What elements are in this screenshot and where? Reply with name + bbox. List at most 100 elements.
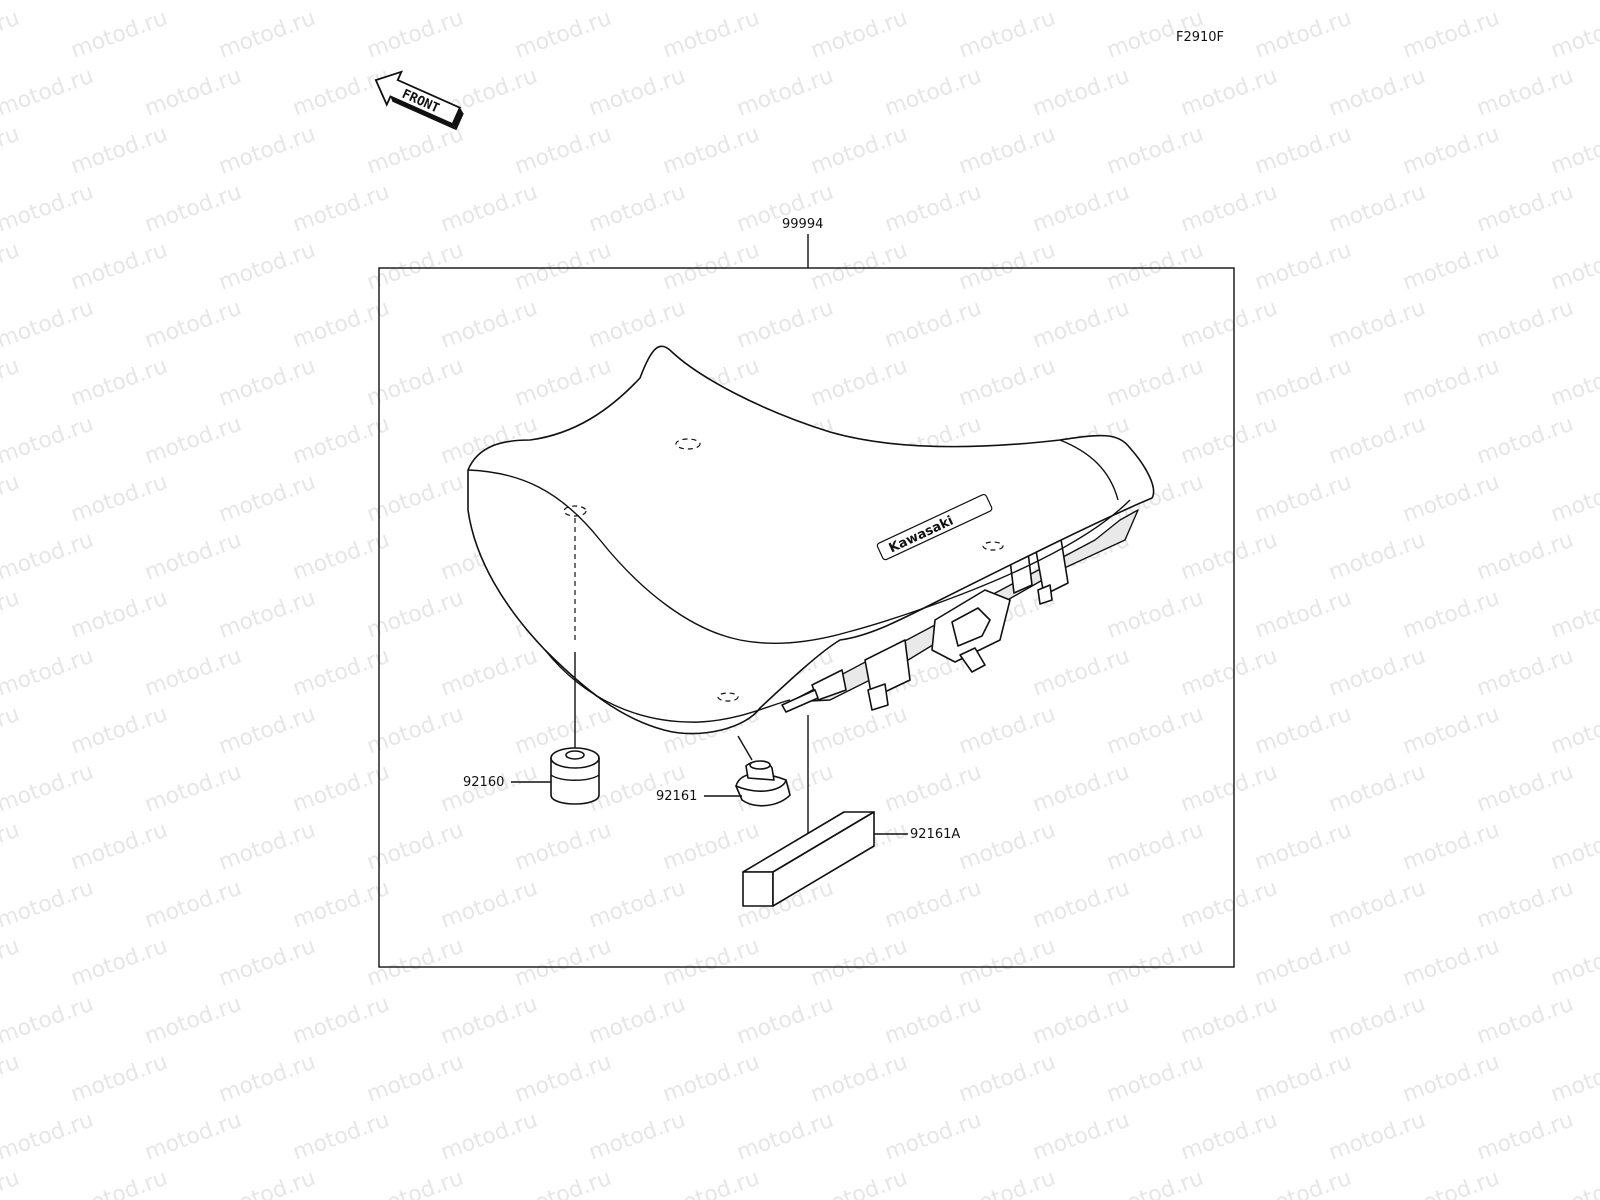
part-number-92161A[interactable]: 92161A [910,827,960,842]
watermark-text: motod.ru [68,1050,171,1108]
watermark-text: motod.ru [1104,122,1207,180]
watermark-text: motod.ru [290,1108,393,1166]
part-number-92160[interactable]: 92160 [463,775,504,790]
watermark-text: motod.ru [1326,760,1429,818]
watermark-text: motod.ru [1474,760,1577,818]
watermark-text: motod.ru [1178,180,1281,238]
bumper-round-92160[interactable] [550,747,600,805]
watermark-text: motod.ru [956,1050,1059,1108]
watermark-text: motod.ru [882,876,985,934]
watermark-text: motod.ru [1104,818,1207,876]
watermark-text: motod.ru [1326,992,1429,1050]
watermark-text: motod.ru [216,934,319,992]
watermark-text: motod.ru [882,180,985,238]
watermark-text: motod.ru [882,760,985,818]
watermark-text: motod.ru [660,818,763,876]
watermark-text: motod.ru [1178,876,1281,934]
diagram-ref-code: F2910F [1176,30,1224,45]
part-number-99994[interactable]: 99994 [782,217,823,232]
watermark-text: motod.ru [290,528,393,586]
watermark-text: motod.ru [1400,122,1503,180]
watermark-text: motod.ru [586,296,689,354]
watermark-text: motod.ru [0,354,23,412]
watermark-text: motod.ru [1548,1050,1600,1108]
watermark-text: motod.ru [0,64,97,122]
watermark-text: motod.ru [68,1166,171,1200]
bumper-block-92161A[interactable] [742,811,875,907]
watermark-text: motod.ru [1548,702,1600,760]
watermark-text: motod.ru [956,818,1059,876]
watermark-text: motod.ru [586,180,689,238]
watermark-text: motod.ru [0,412,97,470]
watermark-text: motod.ru [142,1108,245,1166]
watermark-text: motod.ru [1474,296,1577,354]
watermark-text: motod.ru [1548,6,1600,64]
watermark-text: motod.ru [438,644,541,702]
watermark-text: motod.ru [0,528,97,586]
watermark-text: motod.ru [290,64,393,122]
watermark-text: motod.ru [1104,702,1207,760]
watermark-text: motod.ru [0,702,23,760]
watermark-text: motod.ru [1104,934,1207,992]
watermark-text: motod.ru [1178,992,1281,1050]
watermark-text: motod.ru [1548,586,1600,644]
watermark-text: motod.ru [142,644,245,702]
watermark-text: motod.ru [1178,528,1281,586]
watermark-text: motod.ru [68,586,171,644]
watermark-text: motod.ru [882,992,985,1050]
watermark-text: motod.ru [142,760,245,818]
seat-illustration[interactable]: Kawasaki [467,345,1155,735]
watermark-text: motod.ru [1474,992,1577,1050]
watermark-text: motod.ru [142,528,245,586]
watermark-text: motod.ru [1252,122,1355,180]
watermark-text: motod.ru [0,296,97,354]
watermark-text: motod.ru [1400,702,1503,760]
watermark-text: motod.ru [438,0,541,6]
watermark-text: motod.ru [586,876,689,934]
watermark-text: motod.ru [586,0,689,6]
watermark-text: motod.ru [1030,992,1133,1050]
front-arrow-icon: FRONT [374,70,464,131]
watermark-text: motod.ru [1252,470,1355,528]
watermark-text: motod.ru [290,180,393,238]
watermark-text: motod.ru [438,876,541,934]
watermark-text: motod.ru [808,1050,911,1108]
watermark-text: motod.ru [1252,1166,1355,1200]
watermark-text: motod.ru [142,412,245,470]
watermark-text: motod.ru [808,1166,911,1200]
watermark-text: motod.ru [1548,122,1600,180]
watermark-text: motod.ru [1474,64,1577,122]
part-number-92161[interactable]: 92161 [656,789,697,804]
watermark-text: motod.ru [1548,238,1600,296]
watermark-text: motod.ru [142,876,245,934]
watermark-text: motod.ru [68,934,171,992]
watermark-text: motod.ru [364,1050,467,1108]
bumper-small-92161[interactable] [735,760,791,807]
watermark-text: motod.ru [1400,470,1503,528]
watermark-text: motod.ru [364,122,467,180]
watermark-text: motod.ru [1104,354,1207,412]
watermark-text: motod.ru [1252,818,1355,876]
bumper-small-install-line [737,735,753,761]
watermark-text: motod.ru [216,586,319,644]
watermark-text: motod.ru [512,818,615,876]
watermark-text: motod.ru [1474,528,1577,586]
watermark-text: motod.ru [1400,6,1503,64]
watermark-text: motod.ru [0,818,23,876]
watermark-text: motod.ru [1178,644,1281,702]
watermark-text: motod.ru [808,6,911,64]
watermark-text: motod.ru [0,180,97,238]
watermark-text: motod.ru [512,238,615,296]
watermark-text: motod.ru [808,238,911,296]
watermark-text: motod.ru [1474,876,1577,934]
watermark-text: motod.ru [0,934,23,992]
watermark-text: motod.ru [68,818,171,876]
watermark-text: motod.ru [0,1166,23,1200]
watermark-text: motod.ru [68,354,171,412]
watermark-text: motod.ru [734,296,837,354]
watermark-text: motod.ru [512,934,615,992]
watermark-text: motod.ru [1474,180,1577,238]
watermark-text: motod.ru [0,644,97,702]
watermark-text: motod.ru [290,296,393,354]
watermark-text: motod.ru [1474,1108,1577,1166]
